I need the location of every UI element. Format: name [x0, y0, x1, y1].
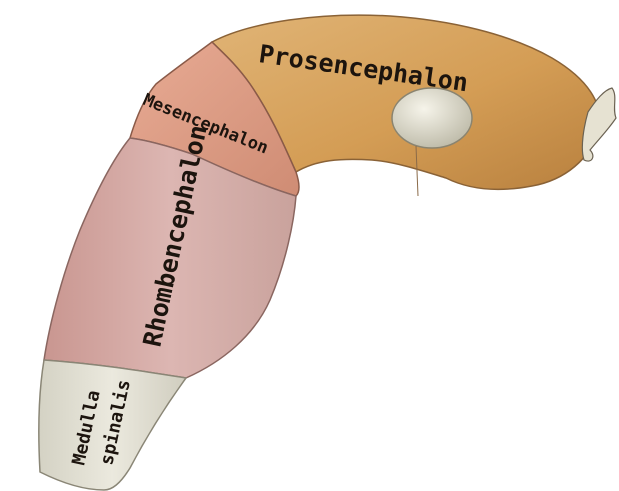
optic-vesicle — [392, 88, 472, 148]
